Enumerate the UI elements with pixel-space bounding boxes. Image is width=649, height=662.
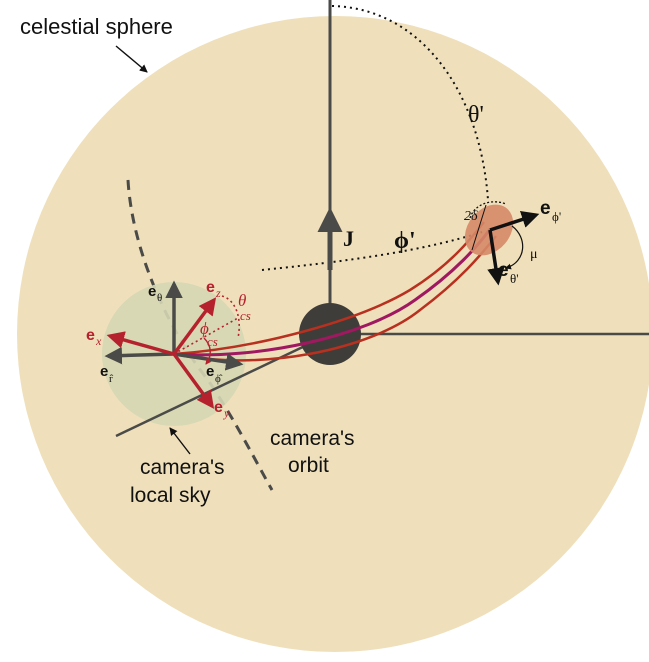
e-phi-prime-arrow — [489, 211, 540, 232]
svg-text:e: e — [540, 198, 551, 219]
e-phi-prime-label: e ϕ' — [540, 198, 561, 224]
svg-text:e: e — [498, 260, 509, 281]
local-sky-label-line1: camera's — [140, 456, 225, 479]
svg-text:e: e — [148, 283, 156, 300]
j-label: J — [343, 226, 354, 251]
celestial-sphere-label: celestial sphere — [20, 14, 173, 39]
svg-text:y: y — [223, 406, 230, 420]
svg-text:θ: θ — [238, 291, 246, 310]
e-y-arrow — [172, 352, 215, 409]
mu-label: μ — [530, 247, 538, 262]
svg-text:e: e — [206, 363, 214, 380]
theta-prime-label: θ' — [468, 102, 484, 128]
svg-text:x: x — [95, 334, 102, 348]
target-direction — [173, 317, 239, 355]
spot-dotted-outline — [469, 201, 507, 219]
svg-text:ϕ̂: ϕ̂ — [215, 373, 223, 385]
phi-cs-label: ϕ cs — [200, 319, 218, 349]
svg-text:e: e — [86, 327, 95, 344]
svg-text:e: e — [100, 363, 108, 380]
local-sky-label-line2: local sky — [130, 484, 211, 507]
celestial-sphere-pointer — [115, 45, 148, 73]
e-theta-prime-label: e θ' — [498, 260, 519, 286]
black-hole — [299, 303, 361, 365]
phi-prime-arc — [261, 231, 483, 271]
theta-cs-label: θ cs — [238, 291, 251, 323]
phi-cs-arc — [203, 337, 212, 365]
camera-orbit-label-line1: camera's — [270, 427, 355, 450]
e-z-label: e z — [206, 279, 221, 300]
svg-text:ϕ': ϕ' — [552, 209, 561, 224]
e-r-label: e r̂ — [100, 363, 113, 385]
svg-text:ϕ: ϕ — [200, 319, 209, 338]
two-delta-marker — [471, 204, 487, 251]
local-sky-pointer — [169, 427, 191, 455]
source-spot — [464, 204, 514, 256]
e-phi-label: e ϕ̂ — [206, 363, 223, 385]
svg-text:e: e — [206, 279, 215, 296]
e-theta-prime-arrow — [487, 229, 505, 286]
line-of-sight — [115, 332, 331, 438]
theta-prime-arc — [331, 5, 489, 201]
e-x-label: e x — [86, 327, 102, 348]
svg-text:θ': θ' — [510, 271, 519, 286]
e-theta-label: e θ — [148, 283, 162, 304]
e-x-arrow — [106, 331, 175, 356]
light-ray-outer-upper — [173, 221, 485, 356]
camera-orbit-label-line2: orbit — [288, 454, 329, 477]
svg-text:cs: cs — [240, 308, 251, 323]
e-r-arrow — [104, 346, 175, 365]
svg-text:θ: θ — [157, 292, 162, 304]
svg-text:z: z — [215, 286, 221, 300]
two-delta-label: 2δ — [464, 209, 478, 224]
e-z-arrow — [172, 297, 217, 356]
svg-text:cs: cs — [207, 334, 218, 349]
phi-prime-label: ϕ' — [394, 228, 416, 254]
light-ray-center — [173, 228, 492, 357]
mu-arc — [505, 225, 524, 270]
svg-text:r̂: r̂ — [109, 373, 113, 385]
e-y-label: e y — [214, 399, 230, 420]
theta-cs-arc — [221, 295, 240, 339]
svg-text:e: e — [214, 399, 223, 416]
